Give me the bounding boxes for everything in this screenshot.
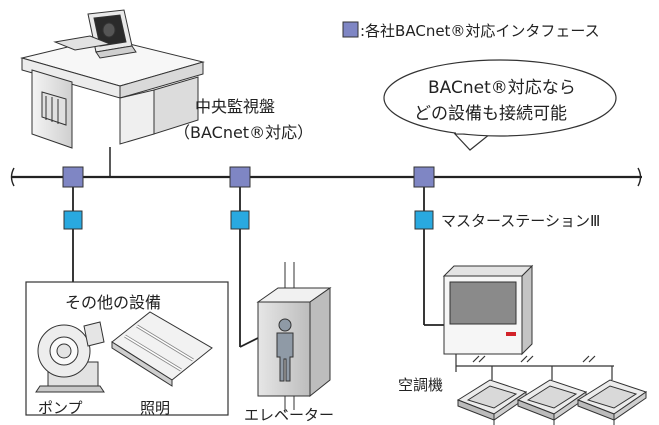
bacnet-interface-1	[62, 166, 84, 188]
lighting-label: 照明	[140, 399, 171, 417]
elevator-illustration	[256, 262, 332, 412]
callout-line-2: どの設備も接続可能	[414, 104, 567, 124]
indoor-unit-1	[456, 379, 528, 425]
callout-line-1: BACnet®対応なら	[428, 78, 576, 98]
refrigerant-pipes	[455, 354, 614, 380]
backbone-break-left	[10, 167, 15, 187]
legend-label: :各社BACnet®対応インタフェース	[360, 22, 600, 40]
backbone-break-right	[637, 167, 642, 187]
master-station-label: マスターステーションⅢ	[441, 212, 601, 230]
pump-illustration	[35, 321, 105, 393]
indoor-unit-3	[576, 379, 648, 425]
air-conditioner-label: 空調機	[398, 376, 444, 394]
legend-interface-swatch	[342, 21, 359, 38]
other-equipment-title: その他の設備	[65, 293, 162, 312]
indoor-unit-2	[516, 379, 588, 425]
bacnet-interface-2	[229, 166, 251, 188]
equipment-node-other	[63, 210, 83, 230]
master-station-unit	[442, 264, 534, 356]
central-monitor-note: （BACnet®対応）	[174, 123, 314, 142]
lighting-illustration	[111, 311, 213, 387]
central-monitor-desk	[20, 9, 205, 149]
pump-label: ポンプ	[38, 399, 83, 417]
equipment-node-elevator	[230, 210, 250, 230]
equipment-node-master	[414, 210, 434, 230]
central-monitor-name: 中央監視盤	[195, 97, 276, 116]
elevator-label: エレベーター	[244, 406, 335, 424]
bacnet-interface-3	[413, 166, 435, 188]
callout-bubble	[383, 59, 617, 151]
